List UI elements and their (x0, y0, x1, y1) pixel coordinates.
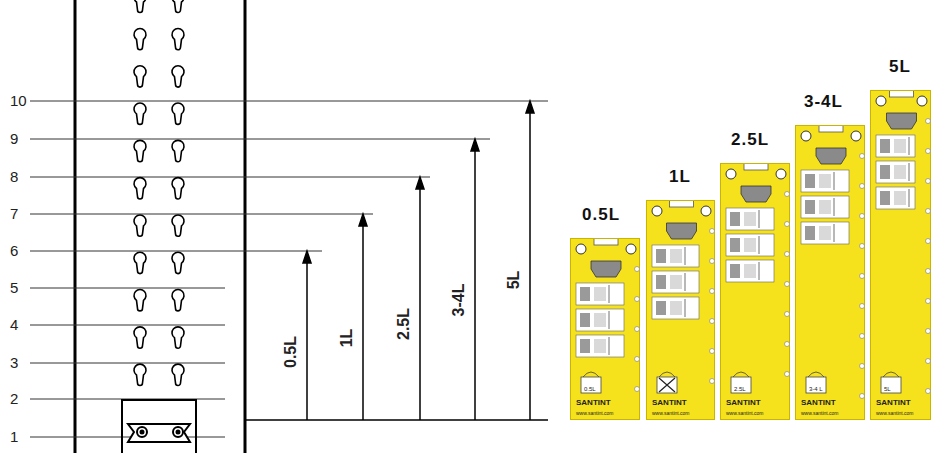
height-arrow (362, 224, 364, 420)
volume-mark: 3-4 L (808, 386, 824, 392)
card-heading: 0.5L (582, 206, 620, 223)
arrow-head (471, 139, 479, 151)
card-artwork (796, 126, 866, 421)
level-number: 6 (10, 243, 18, 258)
volume-mark: 5L (883, 386, 892, 392)
web-address: www.santint.com (576, 411, 614, 416)
card-artwork (647, 201, 716, 421)
keyhole-slot (134, 0, 146, 13)
keyhole-slot (134, 215, 146, 236)
keyhole-slot (134, 327, 146, 348)
height-arrow (306, 261, 308, 420)
arrow-head (303, 251, 311, 263)
level-line (30, 251, 322, 252)
card-artwork (871, 91, 931, 421)
volume-mark: 2.5L (733, 386, 747, 392)
brand-name: SANTINT (801, 399, 836, 407)
height-label: 0.5L (283, 336, 299, 368)
brand-name: SANTINT (652, 399, 687, 407)
level-number: 9 (10, 131, 18, 146)
keyhole-slot (134, 140, 146, 161)
level-number: 2 (10, 391, 18, 406)
brand-name: SANTINT (726, 399, 761, 407)
height-label: 5L (506, 271, 522, 290)
height-label: 2.5L (396, 308, 412, 340)
web-address: www.santint.com (726, 411, 764, 416)
level-line (30, 214, 373, 215)
card-heading: 5L (889, 58, 911, 75)
level-number: 1 (10, 429, 18, 444)
keyhole-slot (134, 178, 146, 199)
keyhole-slot (172, 252, 184, 273)
height-arrow (419, 187, 421, 420)
level-number: 4 (10, 317, 18, 332)
level-line (30, 288, 225, 289)
level-line (30, 363, 225, 364)
volume-mark: 0.5L (583, 386, 597, 392)
web-address: www.santint.com (801, 411, 839, 416)
keyhole-slot (172, 178, 184, 199)
keyhole-slot (134, 290, 146, 311)
height-arrow (474, 149, 476, 420)
keyhole-slot (172, 0, 184, 13)
keyhole-slot (172, 28, 184, 49)
keyhole-slot (172, 103, 184, 124)
card-artwork (721, 164, 791, 421)
card-heading: 2.5L (731, 131, 769, 148)
keyhole-slot (172, 327, 184, 348)
keyhole-slot (134, 364, 146, 385)
arrow-head (416, 177, 424, 189)
web-address: www.santint.com (876, 411, 914, 416)
keyhole-slot (172, 215, 184, 236)
keyhole-slot (172, 66, 184, 87)
level-number: 3 (10, 355, 18, 370)
tinting-card: 5L5LSANTINTwww.santint.com (870, 90, 931, 420)
card-heading: 1L (669, 168, 691, 185)
keyhole-slot (172, 364, 184, 385)
height-label: 3-4L (451, 284, 467, 317)
tinting-card: 1LSANTINTwww.santint.com (646, 200, 715, 420)
keyhole-slot (134, 252, 146, 273)
keyhole-slot (172, 140, 184, 161)
height-label: 1L (339, 329, 355, 348)
brand-name: SANTINT (576, 399, 611, 407)
keyhole-slot (134, 103, 146, 124)
keyhole-slot (134, 28, 146, 49)
card-artwork (571, 239, 641, 421)
tinting-card: 0.5L0.5LSANTINTwww.santint.com (570, 238, 640, 420)
arrow-head (526, 101, 534, 113)
arrow-head (359, 214, 367, 226)
tinting-card: 3-4L3-4 LSANTINTwww.santint.com (795, 125, 865, 420)
tinting-card: 2.5L2.5LSANTINTwww.santint.com (720, 163, 790, 420)
level-line (30, 139, 490, 140)
brand-name: SANTINT (876, 399, 911, 407)
level-number: 5 (10, 280, 18, 295)
level-line (30, 101, 548, 102)
level-line (30, 177, 430, 178)
level-number: 7 (10, 206, 18, 221)
level-number: 10 (10, 93, 27, 108)
level-number: 8 (10, 169, 18, 184)
keyhole-slot (172, 290, 184, 311)
level-line (30, 325, 225, 326)
web-address: www.santint.com (652, 411, 690, 416)
height-arrow (529, 111, 531, 420)
card-heading: 3-4L (804, 93, 843, 110)
keyhole-slot (134, 66, 146, 87)
